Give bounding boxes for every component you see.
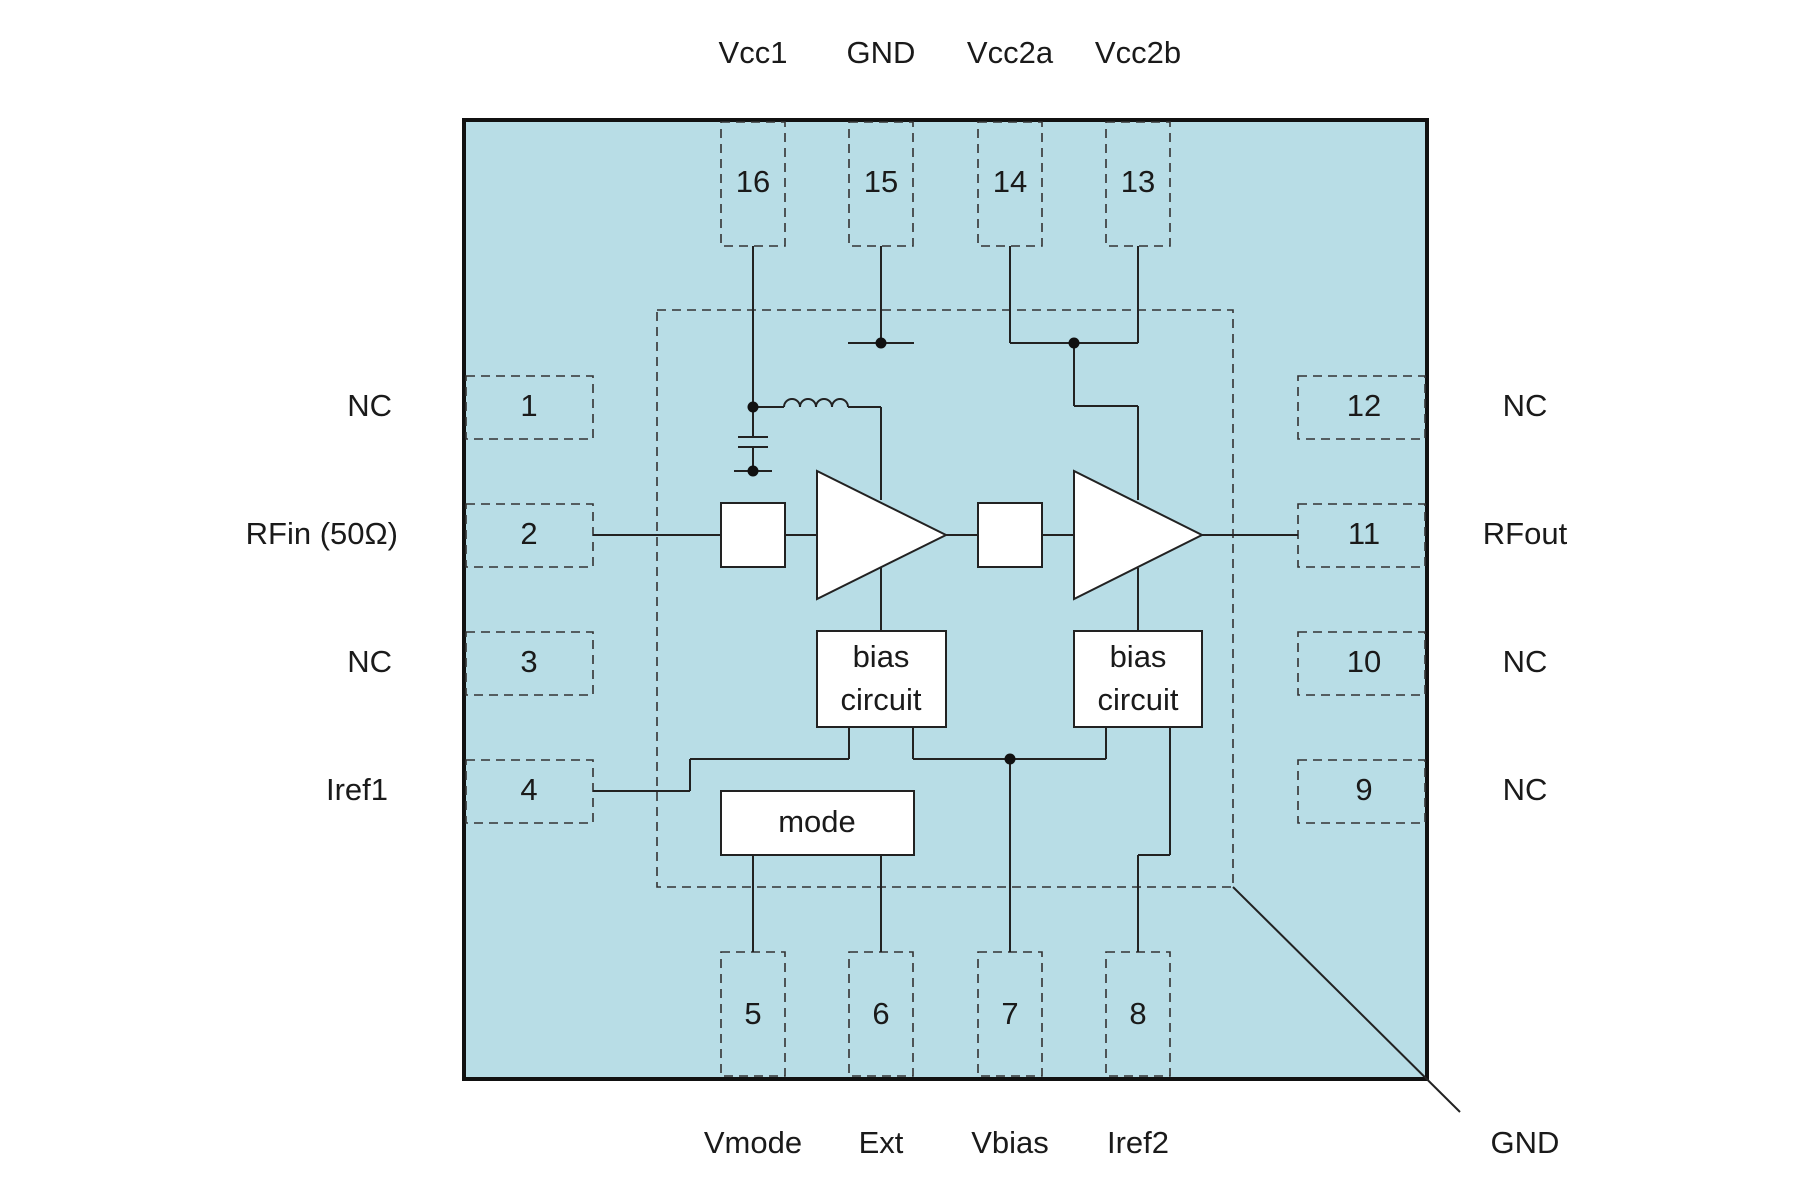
pin-10-number: 10 <box>1347 644 1381 679</box>
mode-block-label: mode <box>778 804 856 839</box>
wiring <box>593 246 1461 1113</box>
pin-16-number: 16 <box>736 164 770 199</box>
pin-2-number: 2 <box>520 516 537 551</box>
pin-15-number: 15 <box>864 164 898 199</box>
label-vcc1: Vcc1 <box>719 35 788 70</box>
junction-dot <box>1004 753 1016 765</box>
bias-circuit-2-line1: bias <box>1110 639 1167 674</box>
pad-13 <box>1105 121 1171 247</box>
pin-6-number: 6 <box>872 996 889 1031</box>
pin-12-number: 12 <box>1347 388 1381 423</box>
pad-16 <box>720 121 786 247</box>
pin-1-number: 1 <box>520 388 537 423</box>
label-nc-pin12: NC <box>1503 388 1548 423</box>
amplifier-stage-2 <box>1073 469 1205 601</box>
pad-9 <box>1297 759 1426 824</box>
label-gnd-top: GND <box>847 35 916 70</box>
bias-circuit-1 <box>816 630 947 728</box>
pad-10 <box>1297 631 1426 696</box>
pin-9-number: 9 <box>1355 772 1372 807</box>
bias-circuit-1-line1: bias <box>853 639 910 674</box>
pad-1 <box>465 375 594 440</box>
junction-dot <box>747 401 759 413</box>
label-vcc2a: Vcc2a <box>967 35 1054 70</box>
die-outline <box>656 309 1234 888</box>
label-vbias: Vbias <box>971 1125 1049 1160</box>
pad-3 <box>465 631 594 696</box>
label-rfin: RFin (50Ω) <box>246 516 398 551</box>
bias-circuit-1-line2: circuit <box>841 682 922 717</box>
pin-4-number: 4 <box>520 772 537 807</box>
pad-15 <box>848 121 914 247</box>
label-nc-pin10: NC <box>1503 644 1548 679</box>
bias-circuit-2 <box>1073 630 1203 728</box>
label-nc-pin1: NC <box>347 388 392 423</box>
pin-8-number: 8 <box>1129 996 1146 1031</box>
pad-12 <box>1297 375 1426 440</box>
interstage-match-box <box>977 502 1043 568</box>
amplifier-stage-1 <box>816 469 949 601</box>
pin-14-number: 14 <box>993 164 1027 199</box>
label-rfout: RFout <box>1483 516 1568 551</box>
junction-dot <box>875 337 887 349</box>
pin-7-number: 7 <box>1001 996 1018 1031</box>
pin-5-number: 5 <box>744 996 761 1031</box>
label-ext: Ext <box>859 1125 904 1160</box>
mode-block <box>720 790 915 856</box>
junction-dot <box>1068 337 1080 349</box>
label-nc-pin9: NC <box>1503 772 1548 807</box>
pin-13-number: 13 <box>1121 164 1155 199</box>
label-gnd-exposed-pad: GND <box>1491 1125 1560 1160</box>
pin-11-number: 11 <box>1348 516 1380 551</box>
label-vmode: Vmode <box>704 1125 802 1160</box>
label-vcc2b: Vcc2b <box>1095 35 1181 70</box>
label-iref2: Iref2 <box>1107 1125 1169 1160</box>
bias-circuit-2-line2: circuit <box>1098 682 1179 717</box>
pin-3-number: 3 <box>520 644 537 679</box>
junction-dot <box>747 465 759 477</box>
label-nc-pin3: NC <box>347 644 392 679</box>
input-match-box <box>720 502 786 568</box>
label-iref1: Iref1 <box>326 772 388 807</box>
pad-14 <box>977 121 1043 247</box>
